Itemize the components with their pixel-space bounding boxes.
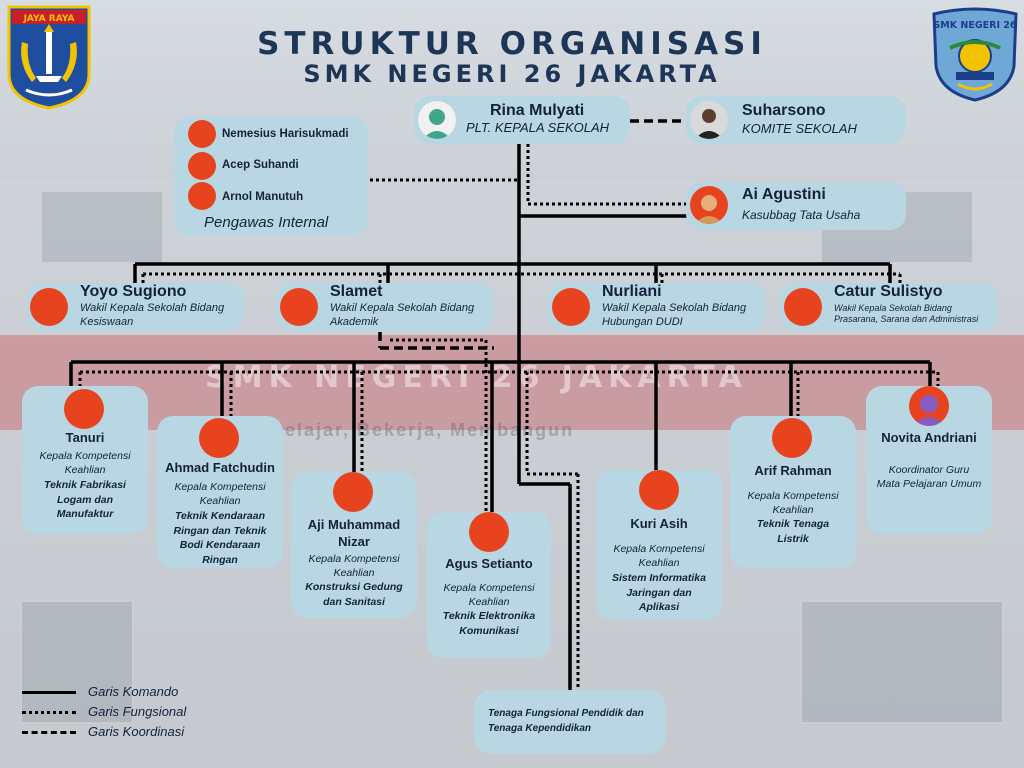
avatar: [469, 512, 509, 552]
card-program-head: Ahmad Fatchudin Kepala Kompetensi Keahli…: [157, 416, 283, 568]
legend-dashed-line: [22, 731, 76, 734]
card-program-head: Novita Andriani Koordinator Guru Mata Pe…: [866, 386, 992, 534]
card-program-head: Aji Muhammad Nizar Kepala Kompetensi Kea…: [291, 472, 417, 618]
program-head-role: Kepala Kompetensi Keahlian: [22, 449, 148, 477]
vice-principal-role: Wakil Kepala Sekolah Bidang Kesiswaan: [80, 301, 240, 329]
admin-name: Ai Agustini: [742, 186, 826, 204]
program-head-name: Arif Rahman: [730, 463, 856, 478]
card-vice-principal: Catur Sulistyo Wakil Kepala Sekolah Bida…: [780, 283, 998, 331]
avatar: [188, 182, 216, 210]
program-head-program: Sistem Informatika Jaringan dan Aplikasi: [596, 571, 722, 615]
committee-name: Suharsono: [742, 102, 826, 120]
card-program-head: Agus Setianto Kepala Kompetensi Keahlian…: [427, 512, 551, 658]
program-head-program: Konstruksi Gedung dan Sanitasi: [291, 580, 417, 609]
avatar: [639, 470, 679, 510]
program-head-name: Agus Setianto: [427, 556, 551, 571]
program-head-role: Kepala Kompetensi Keahlian: [596, 542, 722, 570]
supervisor-name: Nemesius Harisukmadi: [222, 128, 349, 140]
supervisor-name: Acep Suhandi: [222, 159, 299, 171]
card-admin: Ai Agustini Kasubbag Tata Usaha: [686, 182, 906, 230]
supervisors-label: Pengawas Internal: [204, 214, 328, 231]
program-head-role: Kepala Kompetensi Keahlian: [291, 552, 417, 580]
legend-label: Garis Koordinasi: [88, 724, 184, 739]
vice-principal-role: Wakil Kepala Sekolah Bidang Hubungan DUD…: [602, 301, 762, 329]
program-head-name: Novita Andriani: [866, 430, 992, 445]
vice-principal-name: Yoyo Sugiono: [80, 283, 186, 301]
program-head-name: Tanuri: [22, 430, 148, 445]
program-head-role: Koordinator Guru Mata Pelajaran Umum: [866, 463, 992, 491]
admin-role: Kasubbag Tata Usaha: [742, 208, 860, 222]
avatar: [784, 288, 822, 326]
staff-label: Tenaga Fungsional Pendidik dan Tenaga Ke…: [488, 706, 658, 736]
head-role: PLT. KEPALA SEKOLAH: [466, 121, 609, 135]
card-program-head: Arif Rahman Kepala Kompetensi Keahlian T…: [730, 416, 856, 568]
avatar: [199, 418, 239, 458]
vice-principal-name: Slamet: [330, 283, 382, 301]
avatar: [333, 472, 373, 512]
avatar: [30, 288, 68, 326]
program-head-role: Kepala Kompetensi Keahlian: [427, 581, 551, 609]
card-vice-principal: Nurliani Wakil Kepala Sekolah Bidang Hub…: [548, 283, 766, 331]
card-committee: Suharsono KOMITE SEKOLAH: [686, 96, 906, 144]
head-name: Rina Mulyati: [490, 102, 584, 120]
avatar: [690, 101, 728, 139]
avatar: [772, 418, 812, 458]
avatar: [280, 288, 318, 326]
legend-label: Garis Komando: [88, 684, 178, 699]
legend-solid-line: [22, 691, 76, 694]
card-vice-principal: Slamet Wakil Kepala Sekolah Bidang Akade…: [276, 283, 494, 331]
vice-principal-role: Wakil Kepala Sekolah Bidang Prasarana, S…: [834, 303, 994, 325]
avatar: [552, 288, 590, 326]
legend-label: Garis Fungsional: [88, 704, 186, 719]
program-head-program: Teknik Elektronika Komunikasi: [427, 609, 551, 638]
card-program-head: Kuri Asih Kepala Kompetensi Keahlian Sis…: [596, 470, 722, 620]
vice-principal-name: Nurliani: [602, 283, 662, 301]
avatar: [188, 120, 216, 148]
avatar: [188, 152, 216, 180]
program-head-program: Teknik Kendaraan Ringan dan Teknik Bodi …: [157, 509, 283, 567]
program-head-program: Teknik Fabrikasi Logam dan Manufaktur: [22, 478, 148, 522]
legend-dotted-line: [22, 711, 76, 714]
committee-role: KOMITE SEKOLAH: [742, 122, 857, 136]
card-head: Rina Mulyati PLT. KEPALA SEKOLAH: [414, 96, 630, 144]
program-head-name: Aji Muhammad Nizar: [291, 516, 417, 550]
card-vice-principal: Yoyo Sugiono Wakil Kepala Sekolah Bidang…: [26, 283, 244, 331]
vice-principal-role: Wakil Kepala Sekolah Bidang Akademik: [330, 301, 490, 329]
vice-principal-name: Catur Sulistyo: [834, 283, 942, 301]
program-head-name: Ahmad Fatchudin: [157, 460, 283, 475]
card-program-head: Tanuri Kepala Kompetensi Keahlian Teknik…: [22, 386, 148, 534]
card-supervisors: Nemesius Harisukmadi Acep Suhandi Arnol …: [174, 116, 368, 236]
program-head-role: Kepala Kompetensi Keahlian: [730, 489, 856, 517]
avatar: [909, 386, 949, 426]
program-head-role: Kepala Kompetensi Keahlian: [157, 480, 283, 508]
avatar: [690, 186, 728, 224]
program-head-program: Teknik Tenaga Listrik: [730, 517, 856, 546]
avatar: [418, 101, 456, 139]
avatar: [64, 389, 104, 429]
supervisor-name: Arnol Manutuh: [222, 191, 303, 203]
program-head-name: Kuri Asih: [596, 516, 722, 531]
card-staff: Tenaga Fungsional Pendidik dan Tenaga Ke…: [474, 690, 666, 754]
